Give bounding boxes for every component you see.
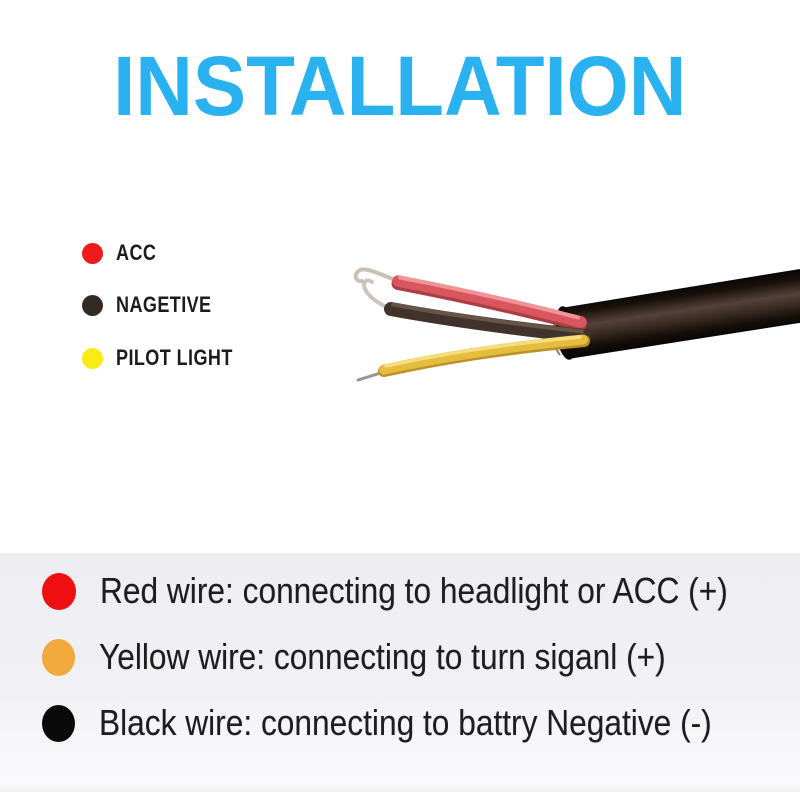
legend-item-negative: NAGETIVE (82, 292, 232, 317)
legend-label-negative: NAGETIVE (116, 292, 212, 317)
legend-item-pilot-light: PILOT LIGHT (82, 345, 258, 370)
yellow-wire (356, 334, 590, 382)
instruction-text-black: Black wire: connecting to battry Negativ… (99, 702, 712, 743)
instruction-panel: Red wire: connecting to headlight or ACC… (0, 553, 800, 792)
page-title: INSTALLATION (0, 44, 800, 128)
red-wire (353, 267, 587, 331)
legend-item-acc: ACC (82, 240, 165, 265)
instruction-yellow-wire: Yellow wire: connecting to turn siganl (… (42, 636, 743, 677)
legend-label-pilot-light: PILOT LIGHT (116, 345, 233, 370)
instruction-text-yellow: Yellow wire: connecting to turn siganl (… (99, 636, 666, 677)
black-wire (362, 278, 591, 343)
page-title-text: INSTALLATION (113, 39, 687, 133)
instruction-black-wire: Black wire: connecting to battry Negativ… (42, 702, 795, 743)
instruction-text-red: Red wire: connecting to headlight or ACC… (100, 570, 728, 611)
cable-illustration (353, 267, 800, 382)
instruction-red-wire: Red wire: connecting to headlight or ACC… (42, 570, 800, 611)
black-dot-icon (42, 704, 75, 742)
cable-sheath (552, 268, 800, 360)
orange-dot-icon (42, 638, 75, 676)
black-dot-icon (82, 294, 103, 316)
red-dot-icon (82, 242, 103, 264)
legend-label-acc: ACC (116, 240, 157, 265)
yellow-dot-icon (82, 347, 103, 369)
red-dot-icon (42, 572, 76, 610)
